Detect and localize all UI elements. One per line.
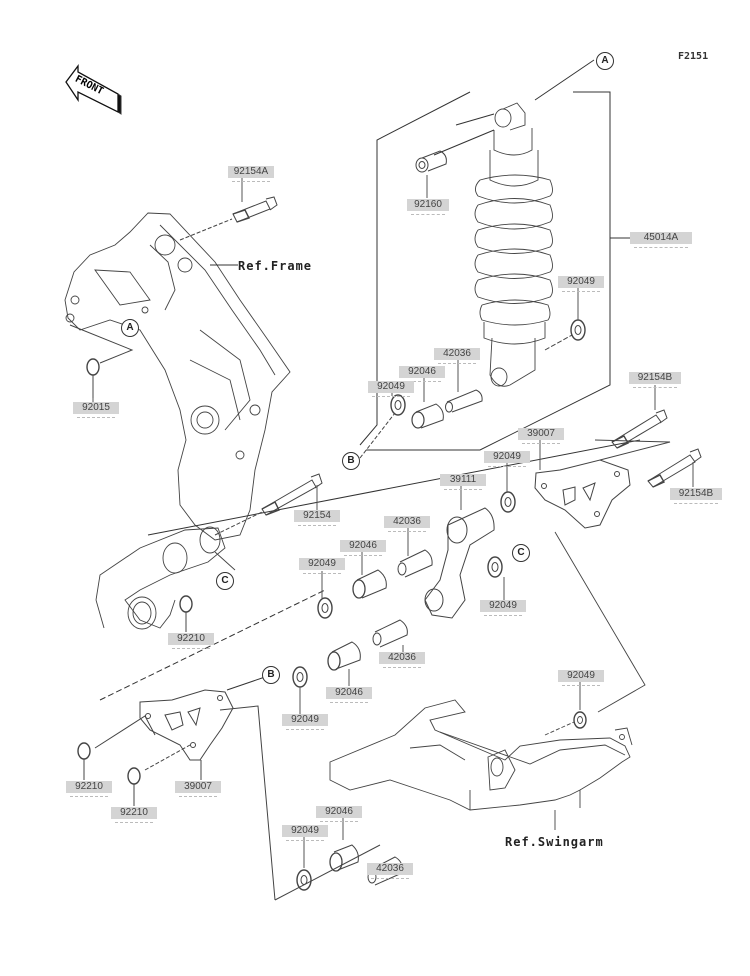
part-label-92154b-upper[interactable]: 92154B <box>629 372 681 388</box>
plate-39007-upper-drawing <box>534 459 631 529</box>
part-label-42036-lower-middle[interactable]: 42036 <box>379 652 425 668</box>
part-label-92049-middle[interactable]: 92049 <box>299 558 345 574</box>
link-39111-drawing <box>424 507 495 619</box>
nut-92015-drawing <box>69 324 134 398</box>
bolt-92154b-drawing <box>594 409 702 488</box>
part-label-92046-middle[interactable]: 92046 <box>340 540 386 556</box>
figure-id: F2151 <box>678 51 709 62</box>
bushing-92160-drawing <box>415 150 447 173</box>
part-label-92015[interactable]: 92015 <box>73 402 119 418</box>
callout-c-link: C <box>512 544 530 562</box>
callout-c-frame: C <box>216 572 234 590</box>
nut-92210-frame-drawing <box>179 595 193 632</box>
part-label-42036-shock[interactable]: 42036 <box>434 348 480 364</box>
lower-pivot-drawing <box>95 526 236 630</box>
swingarm-drawing <box>329 531 646 830</box>
part-label-92049-shock-right[interactable]: 92049 <box>558 276 604 292</box>
part-label-92049-lower-middle[interactable]: 92049 <box>282 714 328 730</box>
part-label-92154b-lower[interactable]: 92154B <box>670 488 722 504</box>
shock-lower-hardware <box>359 319 586 459</box>
part-label-42036-bottom[interactable]: 42036 <box>367 863 413 879</box>
part-label-39111[interactable]: 39111 <box>440 474 486 490</box>
nuts-92210-lower-drawing <box>77 742 202 806</box>
part-label-92046-lower-middle[interactable]: 92046 <box>326 687 372 703</box>
part-label-92160[interactable]: 92160 <box>407 199 449 215</box>
part-label-92049-bottom[interactable]: 92049 <box>282 825 328 841</box>
part-label-42036-middle[interactable]: 42036 <box>384 516 430 532</box>
part-label-92049-link-c[interactable]: 92049 <box>480 600 526 616</box>
part-label-45014a[interactable]: 45014A <box>630 232 692 248</box>
part-label-92049-swingarm[interactable]: 92049 <box>558 670 604 686</box>
middle-hardware <box>292 491 516 688</box>
part-label-92049-link-upper[interactable]: 92049 <box>484 451 530 467</box>
leader-lines <box>92 175 694 875</box>
front-arrow-icon <box>65 64 122 115</box>
part-label-92046-shock[interactable]: 92046 <box>399 366 445 382</box>
shock-absorber-drawing <box>474 102 553 387</box>
ref-frame-label: Ref.Frame <box>238 259 313 273</box>
plate-39007-lower-drawing <box>94 689 381 901</box>
part-label-39007-lower[interactable]: 39007 <box>175 781 221 797</box>
part-label-39007-upper[interactable]: 39007 <box>518 428 564 444</box>
callout-b-shock: B <box>342 452 360 470</box>
part-label-92046-bottom[interactable]: 92046 <box>316 806 362 822</box>
part-label-92049-shock-left[interactable]: 92049 <box>368 381 414 397</box>
part-label-92154a[interactable]: 92154A <box>228 166 274 182</box>
ref-swingarm-label: Ref.Swingarm <box>505 835 604 849</box>
callout-a-frame: A <box>121 319 139 337</box>
frame-drawing <box>64 212 291 541</box>
part-label-92154[interactable]: 92154 <box>294 510 340 526</box>
bolt-92154-drawing <box>214 473 323 536</box>
callout-a-top: A <box>596 52 614 70</box>
part-label-92210-left[interactable]: 92210 <box>66 781 112 797</box>
part-label-92210-middle[interactable]: 92210 <box>111 807 157 823</box>
bolt-92154a-drawing <box>179 196 278 241</box>
callout-b-lower: B <box>262 666 280 684</box>
part-label-92210-frame[interactable]: 92210 <box>168 633 214 649</box>
